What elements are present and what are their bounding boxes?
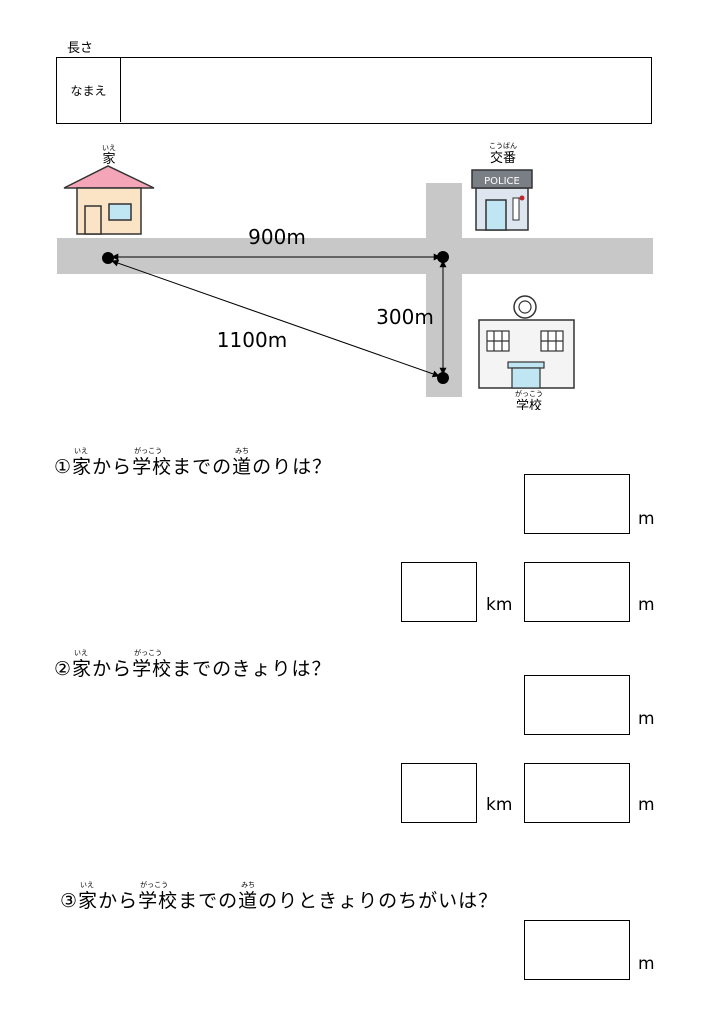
subject-title: 長さ: [67, 41, 94, 56]
vertical-road: [426, 183, 462, 397]
distance-1100: 1100m: [217, 328, 287, 352]
q1-unit-m2: m: [638, 595, 655, 615]
school-ruby: がっこう: [515, 389, 543, 398]
name-box: なまえ: [56, 57, 652, 124]
home-label: 家: [102, 151, 115, 167]
corner-point: [437, 251, 449, 263]
police-box-icon: [471, 169, 533, 231]
name-label: なまえ: [57, 58, 121, 122]
police-label: 交番: [490, 150, 516, 166]
distance-900: 900m: [248, 225, 306, 249]
horizontal-road: [57, 238, 653, 274]
q1-answer-km-box[interactable]: [401, 562, 477, 622]
q1-answer-m-box[interactable]: [524, 474, 630, 534]
q3-answer-m-box[interactable]: [524, 920, 630, 980]
q2-unit-km: km: [486, 795, 513, 815]
q2-answer-km-m-box[interactable]: [524, 763, 630, 823]
q2-answer-km-box[interactable]: [401, 763, 477, 823]
arrow-home-school: [111, 259, 440, 378]
police-sign: POLICE: [484, 176, 520, 187]
home-point: [102, 252, 114, 264]
school-icon: [478, 295, 575, 389]
map-diagram: いえ 家 こうばん 交番 POLICE がっこう 学校 900m 300m 11…: [57, 141, 653, 410]
police-ruby: こうばん: [489, 141, 517, 150]
q1-unit-km: km: [486, 595, 513, 615]
school-point: [437, 372, 449, 384]
house-icon: [63, 165, 155, 235]
home-ruby: いえ: [102, 144, 116, 152]
name-input-area[interactable]: [121, 58, 649, 122]
q2-unit-m2: m: [638, 795, 655, 815]
q2-unit-m: m: [638, 709, 655, 729]
q2-answer-m-box[interactable]: [524, 675, 630, 735]
school-label: 学校: [516, 398, 542, 410]
q1-answer-km-m-box[interactable]: [524, 562, 630, 622]
distance-300: 300m: [376, 305, 434, 329]
q1-unit-m: m: [638, 509, 655, 529]
q3-unit-m: m: [638, 954, 655, 974]
